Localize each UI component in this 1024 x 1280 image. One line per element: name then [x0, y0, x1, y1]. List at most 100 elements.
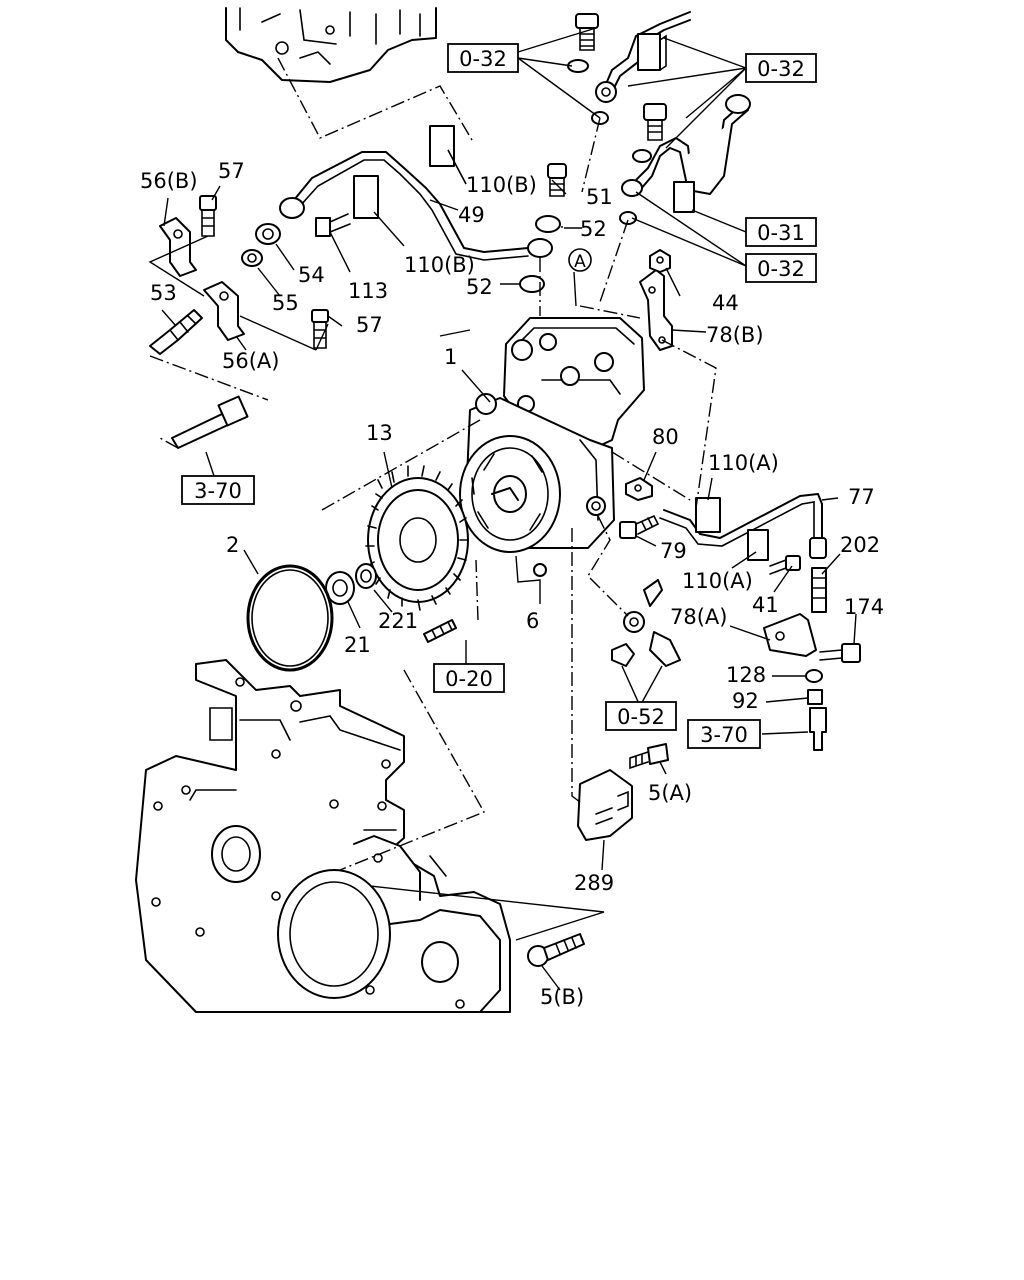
ref-box-0-32-top-right: 0-32 [745, 53, 817, 83]
connector-92 [807, 689, 823, 705]
ref-label: 3-70 [194, 479, 242, 503]
eye-bolt-51 [547, 163, 567, 197]
ref-box-0-52: 0-52 [605, 701, 677, 731]
bolt-174 [819, 643, 861, 663]
part-label: 113 [348, 279, 388, 303]
part-label: 41 [752, 593, 779, 617]
part-label: 174 [844, 595, 884, 619]
ref-label: 0-32 [757, 57, 805, 81]
part-label: 21 [344, 633, 371, 657]
bolt-5b [527, 933, 585, 967]
ref-box-3-70-left: 3-70 [181, 475, 255, 505]
part-label: 80 [652, 425, 679, 449]
bolt-79 [619, 514, 660, 539]
washer-52-upper [535, 215, 561, 233]
injection-pipe-upper [595, 11, 691, 103]
ref-box-0-20: 0-20 [433, 663, 505, 693]
part-label: 110(A) [708, 451, 779, 475]
o-ring-2-inner [251, 569, 329, 667]
part-label: 2 [226, 533, 239, 557]
stud-bolt [423, 619, 457, 643]
part-label: 92 [732, 689, 759, 713]
part-label: 202 [840, 533, 880, 557]
part-label: 77 [848, 485, 875, 509]
o-ring-2 [246, 564, 334, 672]
leak-off-pipe [279, 151, 553, 261]
part-label: 78(A) [670, 605, 727, 629]
timing-gear-case [135, 659, 511, 1013]
pipe-3-70-right [809, 707, 827, 751]
clip-110b-lower [353, 175, 379, 219]
pipe-3-70-left [171, 395, 249, 449]
bracket-56b [159, 217, 197, 277]
part-label: 54 [298, 263, 325, 287]
bolt-5a [629, 743, 669, 770]
part-label: 6 [526, 609, 539, 633]
ref-label: 0-20 [445, 667, 493, 691]
washer-221 [355, 563, 377, 589]
clip-110a-lower [747, 529, 769, 561]
part-label: 5(A) [648, 781, 692, 805]
ref-box-0-32-top-left: 0-32 [447, 43, 519, 73]
bracket-78b [639, 269, 673, 351]
bracket-56a [203, 281, 245, 341]
part-label: 78(B) [706, 323, 764, 347]
injection-pipe-right [621, 94, 751, 213]
washer-128 [805, 669, 823, 683]
bolt-113 [315, 213, 351, 237]
ref-label: 0-32 [459, 47, 507, 71]
pump-flange [459, 435, 561, 553]
washer-55 [241, 249, 263, 267]
ref-box-3-70-right: 3-70 [687, 719, 761, 749]
ref-label: 0-52 [617, 705, 665, 729]
nut-44 [649, 249, 671, 273]
bracket-78a [763, 613, 817, 657]
part-label: 128 [726, 663, 766, 687]
eye-bolt-top [575, 13, 599, 51]
engine-block-top [225, 7, 437, 83]
clip-80 [625, 477, 653, 501]
nut-54 [255, 223, 281, 245]
part-label: 5(B) [540, 985, 584, 1009]
ref-label: 0-32 [757, 257, 805, 281]
banjo-fitting [611, 579, 681, 667]
part-label: 110(B) [466, 173, 537, 197]
gasket-washer [619, 211, 637, 225]
drive-gear-13 [365, 465, 469, 611]
nozzle-53 [149, 309, 203, 355]
part-label: 52 [580, 217, 607, 241]
leader-lines [148, 27, 857, 991]
part-label: 52 [466, 275, 493, 299]
part-label: 49 [458, 203, 485, 227]
part-label: 110(B) [404, 253, 475, 277]
part-label: 110(A) [682, 569, 753, 593]
part-label: 57 [218, 159, 245, 183]
ref-label: 0-31 [757, 221, 805, 245]
part-label: 1 [444, 345, 457, 369]
clip-110a-upper [695, 497, 721, 533]
eye-bolt-right [643, 103, 667, 141]
part-label: 79 [660, 539, 687, 563]
part-number-labels: 56(B) 57 110(B) 51 49 52 54 110(B) 52 53… [140, 159, 884, 1009]
part-label: 57 [356, 313, 383, 337]
part-label: 13 [366, 421, 393, 445]
part-label: 56(A) [222, 349, 279, 373]
ref-box-0-32-right: 0-32 [745, 253, 817, 283]
part-label: 44 [712, 291, 739, 315]
gasket-washer [632, 149, 652, 163]
ref-box-0-31: 0-31 [745, 217, 817, 247]
leak-pipe-77 [659, 493, 827, 561]
part-label: 289 [574, 871, 614, 895]
ref-label: 3-70 [700, 723, 748, 747]
part-label: 51 [586, 185, 613, 209]
bolt-41 [769, 555, 801, 575]
part-label: 221 [378, 609, 418, 633]
part-label: 56(B) [140, 169, 198, 193]
part-label: 55 [272, 291, 299, 315]
view-marker-label: A [574, 252, 586, 272]
bracket-289 [577, 769, 633, 841]
part-label: 53 [150, 281, 177, 305]
connector-202 [811, 567, 827, 613]
